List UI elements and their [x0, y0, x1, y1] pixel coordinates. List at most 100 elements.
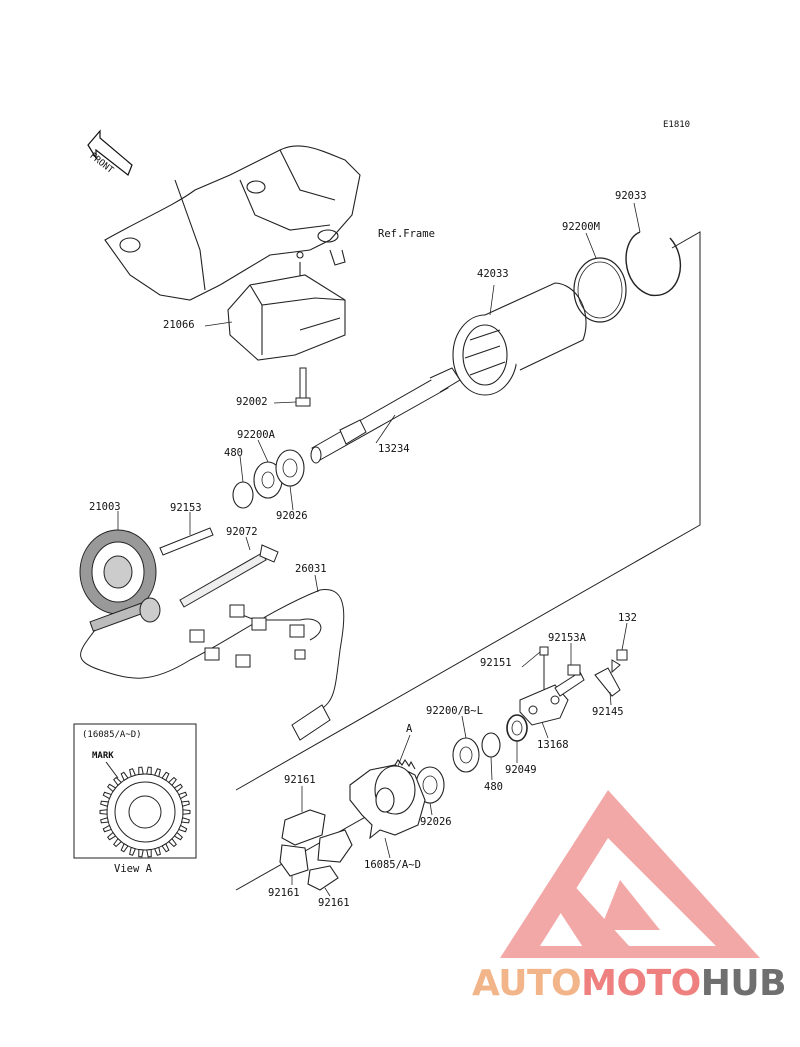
washer-92026-bottom-inner: [422, 775, 438, 795]
bolt-92151: [539, 646, 549, 690]
view-a-mark-label: MARK: [92, 751, 114, 761]
gear-tooth: [181, 817, 190, 824]
gear-tooth: [178, 824, 188, 833]
gear-tooth: [182, 809, 191, 815]
shaft-13234: [310, 367, 461, 464]
damper-92161: [279, 809, 353, 891]
bearing-92049-inner: [511, 720, 523, 736]
ring-92200m: [573, 257, 627, 323]
watermark-text: AUTOMOTOHUB: [472, 963, 787, 1004]
part-label-92002: 92002: [236, 396, 268, 408]
gear-tooth: [129, 768, 137, 778]
clutch-42033: [452, 282, 587, 396]
view-a-part-ref: (16085/A~D): [82, 730, 142, 740]
band-92072: [179, 552, 267, 608]
gear-tooth: [181, 800, 190, 807]
watermark-moto: MOTO: [581, 963, 701, 1004]
part-label-132: 132: [618, 612, 637, 624]
ref-frame-label: Ref.Frame: [378, 228, 435, 240]
part-label-42033: 42033: [477, 268, 509, 280]
part-label-92033: 92033: [615, 190, 647, 202]
part-label-16085: 16085/A~D: [364, 859, 421, 871]
watermark-auto: AUTO: [472, 963, 582, 1004]
part-label-92200a: 92200A: [237, 429, 275, 441]
gear-tooth: [178, 791, 188, 800]
front-arrow-icon: [87, 129, 133, 176]
gear-tooth: [120, 771, 129, 781]
gear-tooth: [107, 831, 117, 841]
washer-92200a-inner: [261, 471, 275, 489]
view-a-gear-teeth: [99, 766, 191, 858]
bolt-92002: [295, 367, 311, 407]
bolt-132: [611, 649, 628, 674]
part-label-a: A: [406, 723, 413, 735]
part-label-92200m: 92200M: [562, 221, 600, 233]
part-label-13234: 13234: [378, 443, 410, 455]
part-label-92049: 92049: [505, 764, 537, 776]
part-label-92153: 92153: [170, 502, 202, 514]
clip-92145: [594, 667, 621, 697]
gear-tooth: [173, 783, 183, 793]
harness-26031: [80, 589, 345, 741]
hub-gear-16085: [349, 758, 426, 840]
gear-tooth: [129, 846, 137, 856]
washer-92200bl: [452, 737, 480, 773]
gear-tooth: [120, 843, 129, 853]
washer-92200bl-inner: [459, 746, 473, 764]
gear-tooth: [102, 824, 112, 833]
ring-92200m-inner: [577, 261, 623, 319]
washer-480-bottom: [481, 732, 501, 758]
part-label-92151: 92151: [480, 657, 512, 669]
part-label-21066: 21066: [163, 319, 195, 331]
gear-tooth: [161, 843, 170, 853]
part-label-480-top: 480: [224, 447, 243, 459]
diagram-code: E1810: [663, 120, 691, 130]
gear-tooth: [161, 771, 170, 781]
gear-tooth: [138, 848, 144, 858]
gear-tooth: [113, 837, 122, 848]
bracket-13168: [519, 684, 569, 726]
view-a-box: [73, 723, 197, 859]
gear-tooth: [146, 848, 152, 858]
part-label-21003: 21003: [89, 501, 121, 513]
gear-tooth: [173, 831, 183, 841]
gear-tooth: [102, 791, 112, 800]
watermark-logo-icon: [500, 790, 760, 958]
gear-tooth: [99, 809, 108, 815]
part-label-92026-bottom: 92026: [420, 816, 452, 828]
gear-tooth: [107, 783, 117, 793]
part-label-92200bl: 92200/B~L: [426, 705, 483, 717]
gear-tooth: [153, 846, 161, 856]
regulator-21066: [227, 251, 346, 361]
gear-tooth: [168, 837, 177, 848]
gear-tooth: [113, 776, 122, 787]
bolt-92153a: [554, 664, 585, 697]
washer-92026-top-inner: [282, 458, 298, 478]
stator-21003: [79, 529, 161, 632]
part-label-92161-right: 92161: [318, 897, 350, 909]
circlip-92033: [625, 231, 682, 296]
part-label-92161-left: 92161: [268, 887, 300, 899]
gear-tooth: [168, 776, 177, 787]
gear-tooth: [153, 768, 161, 778]
part-label-92153a: 92153A: [548, 632, 586, 644]
washer-480-top: [232, 481, 254, 509]
band-92072-head: [259, 544, 279, 563]
gear-tooth: [146, 766, 152, 776]
gear-tooth: [100, 817, 109, 824]
view-a-caption: View A: [114, 863, 152, 875]
part-label-92145: 92145: [592, 706, 624, 718]
part-label-92026-top: 92026: [276, 510, 308, 522]
frame-outline: [104, 145, 361, 301]
part-label-26031: 26031: [295, 563, 327, 575]
part-label-92161-top: 92161: [284, 774, 316, 786]
gear-tooth: [100, 800, 109, 807]
bearing-92049: [506, 714, 528, 742]
washer-92026-top: [275, 449, 305, 487]
watermark-hub: HUB: [700, 963, 787, 1004]
part-label-92072: 92072: [226, 526, 258, 538]
leader-lines: [117, 202, 641, 897]
part-label-13168: 13168: [537, 739, 569, 751]
bolt-92153: [159, 527, 214, 556]
